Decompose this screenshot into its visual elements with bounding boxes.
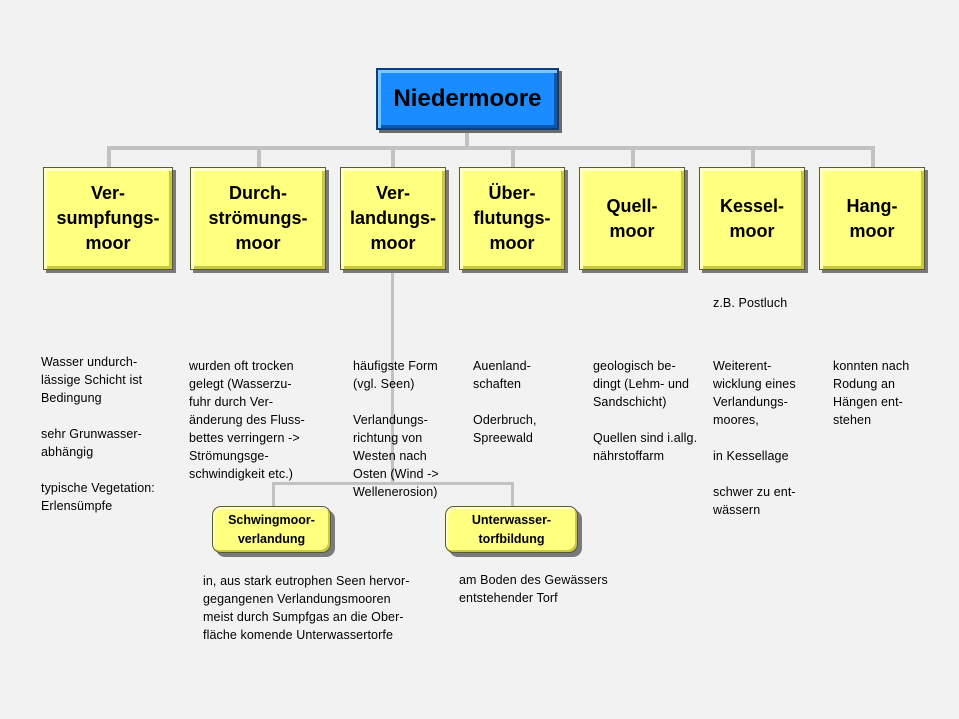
connector-drop-4 (511, 146, 515, 168)
connector-horizontal-bar (107, 146, 874, 150)
description-verlandungsmoor: häufigste Form (vgl. Seen) Verlandungs- … (353, 359, 439, 499)
connector-root-stem (465, 130, 469, 148)
subtype-unterwassertorfbildung: Unterwasser- torfbildung (445, 506, 578, 553)
root-node-niedermoore: Niedermoore (376, 68, 559, 130)
description-durchstroemungsmoor: wurden oft trocken gelegt (Wasserzu- fuh… (189, 359, 305, 481)
connector-drop-6 (751, 146, 755, 168)
description-versumpfungsmoor: Wasser undurch- lässige Schicht ist Bedi… (41, 355, 155, 513)
description-quellmoor: geologisch be- dingt (Lehm- und Sandschi… (593, 359, 698, 463)
connector-drop-5 (631, 146, 635, 168)
connector-drop-7 (871, 146, 875, 168)
description-ueberflutungsmoor: Auenland- schaften Oderbruch, Spreewald (473, 359, 537, 445)
category-ueberflutungsmoor: Über- flutungs- moor (459, 167, 565, 270)
connector-drop-3 (391, 146, 395, 168)
category-durchstroemungsmoor: Durch- strömungs- moor (190, 167, 326, 270)
description-hangmoor: konnten nach Rodung an Hängen ent- stehe… (833, 359, 910, 427)
kesselmoor-example-text: z.B. Postluch (713, 296, 788, 310)
category-quellmoor: Quell- moor (579, 167, 685, 270)
connector-drop-2 (257, 146, 261, 168)
subtype-schwingmoorverlandung: Schwingmoor- verlandung (212, 506, 331, 553)
subtype-description-unterwassertorfbildung: am Boden des Gewässers entstehender Torf (459, 573, 608, 605)
description-kesselmoor: Weiterent- wicklung eines Verlandungs- m… (713, 359, 796, 517)
connector-subtype-drop-1 (272, 482, 275, 507)
category-hangmoor: Hang- moor (819, 167, 925, 270)
category-versumpfungsmoor: Ver- sumpfungs- moor (43, 167, 173, 270)
subtype-description-schwingmoorverlandung: in, aus stark eutrophen Seen hervor- geg… (203, 574, 410, 642)
category-kesselmoor: Kessel- moor (699, 167, 805, 270)
category-verlandungsmoor: Ver- landungs- moor (340, 167, 446, 270)
connector-subtype-drop-2 (511, 482, 514, 507)
connector-subtype-bar (272, 482, 514, 485)
connector-drop-1 (107, 146, 111, 168)
connector-verlandung-stem (391, 270, 394, 483)
